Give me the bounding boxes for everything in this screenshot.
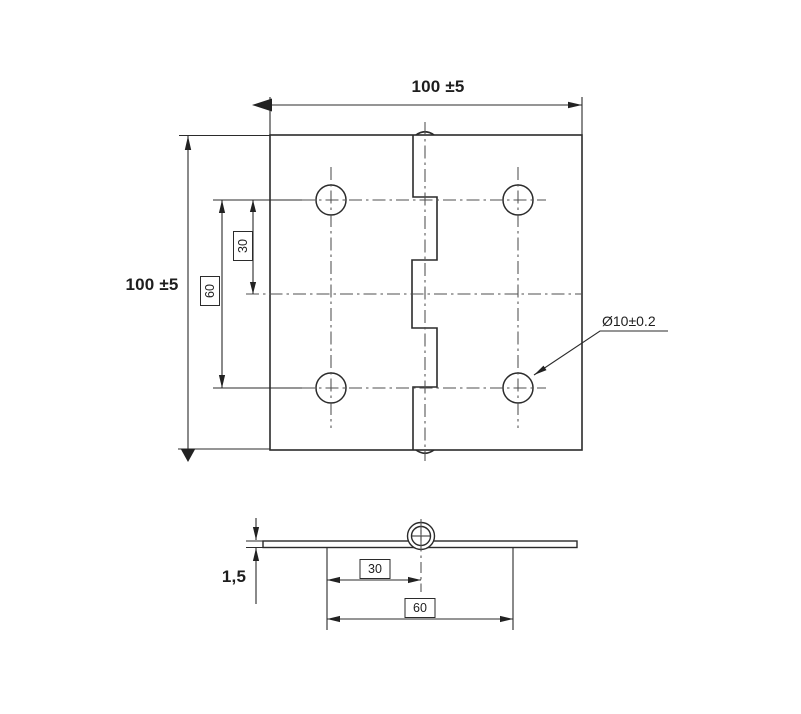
thickness-dimension-label: 1,5: [221, 567, 247, 586]
height-arrow-bottom-large: [180, 448, 196, 462]
height-dimension-label: 100 ±5: [125, 275, 179, 294]
dim30h-arrow-right: [408, 576, 421, 584]
diameter-leader-arrow: [534, 365, 547, 375]
dim30h-arrow-left: [327, 576, 340, 584]
diameter-leader-line: [533, 330, 668, 376]
top-view-centerlines: [246, 122, 582, 461]
dim30v-arrow-top: [249, 200, 257, 212]
row-spacing-dimension-label: 60: [203, 284, 217, 298]
hole-diameter-label: Ø10±0.2: [602, 313, 656, 329]
thickness-arrow-down: [252, 527, 260, 540]
dim60v-arrow-bottom: [218, 375, 226, 388]
row-offset-dimension-label: 30: [236, 239, 250, 253]
dim30v-arrow-bottom: [249, 282, 257, 294]
column-spacing-dimension-box: 60: [404, 598, 436, 618]
column-spacing-dimension-label: 60: [413, 601, 427, 615]
top-view-dimensions: [178, 97, 668, 455]
pin-offset-dimension-label: 30: [368, 562, 382, 576]
row-spacing-dimension-box: 60: [200, 276, 220, 306]
width-dimension-label: 100 ±5: [411, 77, 465, 96]
thickness-arrow-up: [252, 548, 260, 561]
width-arrow-right: [568, 101, 582, 109]
top-view: [269, 130, 583, 455]
height-arrow-top: [184, 136, 192, 150]
plate-outline: [269, 134, 583, 451]
row-offset-dimension-box: 30: [233, 231, 253, 261]
width-arrow-left-large: [252, 98, 272, 112]
top-view-arrowheads: [180, 98, 582, 462]
side-view: [262, 521, 578, 551]
dim60v-arrow-top: [218, 200, 226, 213]
dim60h-arrow-right: [500, 615, 513, 623]
dim60h-arrow-left: [327, 615, 340, 623]
pin-offset-dimension-box: 30: [359, 559, 391, 579]
side-view-arrowheads: [252, 527, 513, 623]
